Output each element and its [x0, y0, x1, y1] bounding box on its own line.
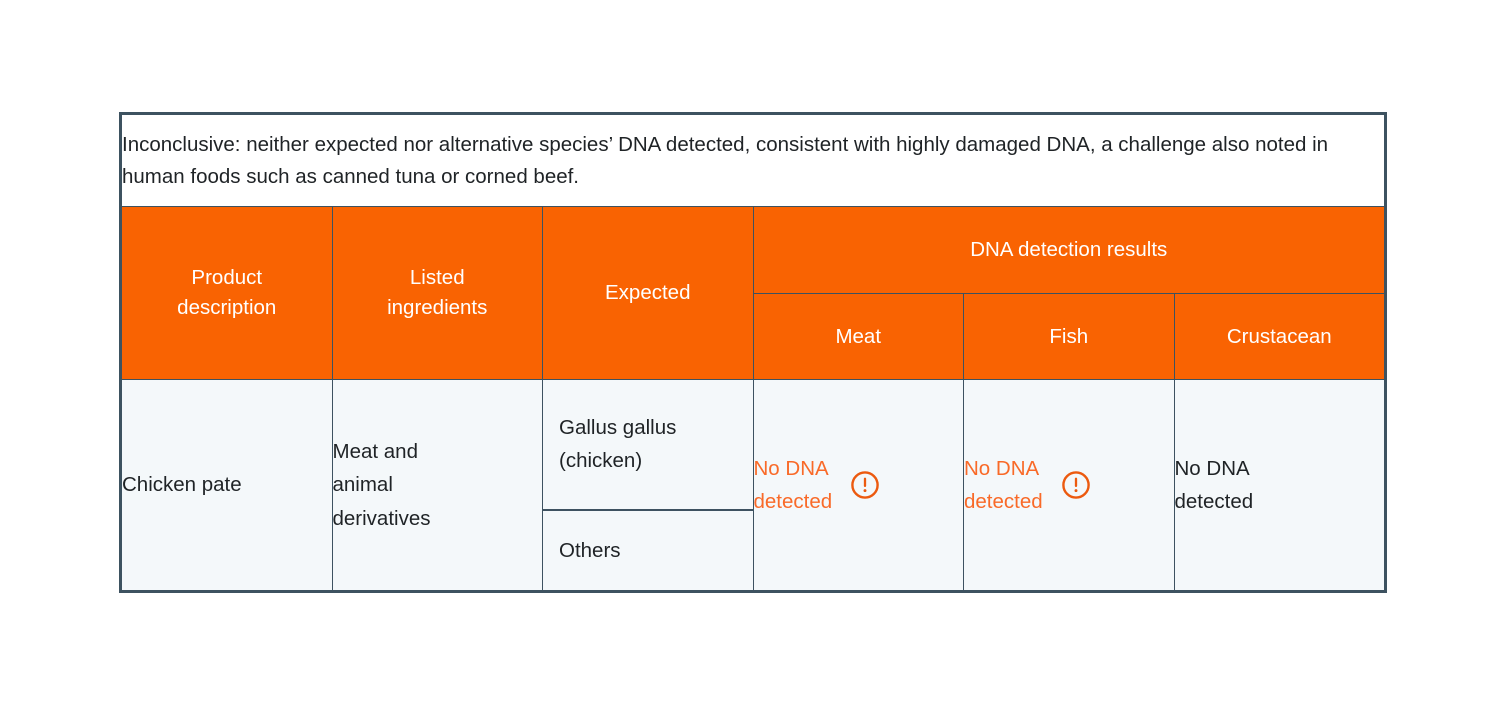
- table-row: Chicken pate Meat and animal derivatives…: [121, 379, 1385, 591]
- result-fish-text: No DNA detected: [964, 456, 1043, 513]
- column-header-meat: Meat: [752, 293, 964, 380]
- header-row-primary: Product description Listed ingredients E…: [121, 206, 1385, 380]
- column-header-expected: Expected: [542, 206, 754, 380]
- cell-result-crustacean: No DNA detected: [1173, 379, 1385, 591]
- expected-subtable: Gallus gallus (chicken) Others: [543, 380, 753, 590]
- column-header-group-dna-detection-results: DNA detection results: [752, 206, 1385, 294]
- cell-result-meat: No DNA detected: [752, 379, 964, 591]
- result-meat-text: No DNA detected: [753, 456, 833, 513]
- result-fish-inner: No DNA detected: [964, 452, 1174, 518]
- cell-expected-species: Gallus gallus (chicken): [543, 380, 753, 510]
- cell-listed-ingredients: Meat and animal derivatives: [331, 379, 543, 591]
- warning-icon: [850, 470, 880, 500]
- result-crustacean-inner: No DNA detected: [1175, 452, 1385, 518]
- result-crustacean-text: No DNA detected: [1174, 456, 1254, 513]
- table-caption: Inconclusive: neither expected nor alter…: [121, 114, 1385, 207]
- caption-row: Inconclusive: neither expected nor alter…: [121, 114, 1385, 207]
- species-results-table: Inconclusive: neither expected nor alter…: [119, 112, 1387, 593]
- column-header-product-description: Product description: [121, 206, 333, 380]
- cell-result-fish: No DNA detected: [963, 379, 1175, 591]
- table: Inconclusive: neither expected nor alter…: [121, 114, 1385, 591]
- cell-product-description: Chicken pate: [121, 379, 333, 591]
- cell-expected: Gallus gallus (chicken) Others: [542, 379, 754, 591]
- expected-subrow-primary: Gallus gallus (chicken): [543, 380, 753, 510]
- column-header-crustacean: Crustacean: [1173, 293, 1385, 380]
- result-meat-inner: No DNA detected: [754, 452, 964, 518]
- expected-subrow-others: Others: [543, 508, 753, 590]
- column-header-fish: Fish: [963, 293, 1175, 380]
- column-header-listed-ingredients: Listed ingredients: [331, 206, 543, 380]
- header-row-sub: Meat Fish Crustacean: [122, 293, 1385, 380]
- cell-expected-others: Others: [543, 508, 753, 590]
- warning-icon: [1061, 470, 1091, 500]
